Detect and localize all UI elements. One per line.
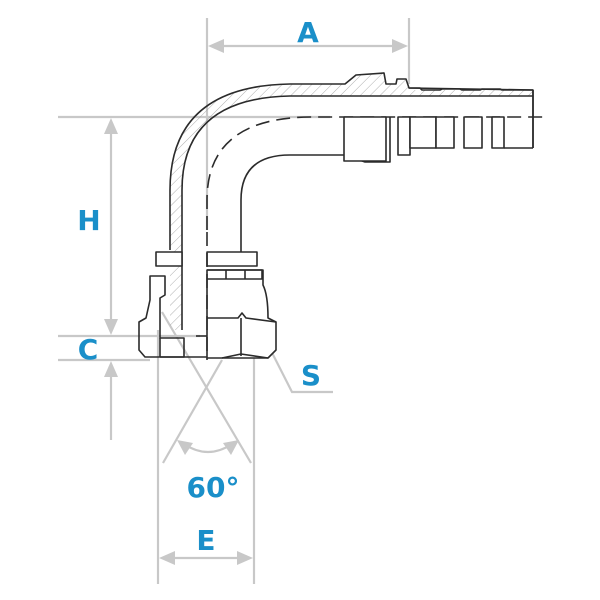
arrow-left-icon bbox=[159, 551, 175, 565]
tail-segments bbox=[343, 90, 534, 162]
label-c: C bbox=[78, 333, 99, 366]
serration bbox=[409, 87, 533, 91]
label-s: S bbox=[301, 359, 321, 392]
arrow-left-icon bbox=[208, 39, 224, 53]
arrow-up-icon bbox=[104, 361, 118, 377]
label-e: E bbox=[196, 524, 215, 557]
outer-contour bbox=[169, 72, 534, 250]
arrow-down-icon bbox=[104, 319, 118, 335]
arrow-icon bbox=[177, 440, 193, 455]
labels: A H C S 60° E bbox=[77, 16, 321, 557]
cone-line-left bbox=[162, 359, 223, 464]
collar-flange-right bbox=[206, 251, 258, 267]
label-angle: 60° bbox=[187, 471, 240, 504]
centerline bbox=[206, 116, 545, 230]
arrow-right-icon bbox=[237, 551, 253, 565]
collar-flange bbox=[155, 251, 183, 267]
label-h: H bbox=[77, 204, 100, 237]
arrow-right-icon bbox=[392, 39, 408, 53]
fitting-body bbox=[138, 72, 545, 360]
arrow-up-icon bbox=[104, 118, 118, 134]
inner-wall bbox=[181, 95, 533, 330]
label-a: A bbox=[297, 16, 319, 49]
arrow-icon bbox=[223, 440, 239, 455]
